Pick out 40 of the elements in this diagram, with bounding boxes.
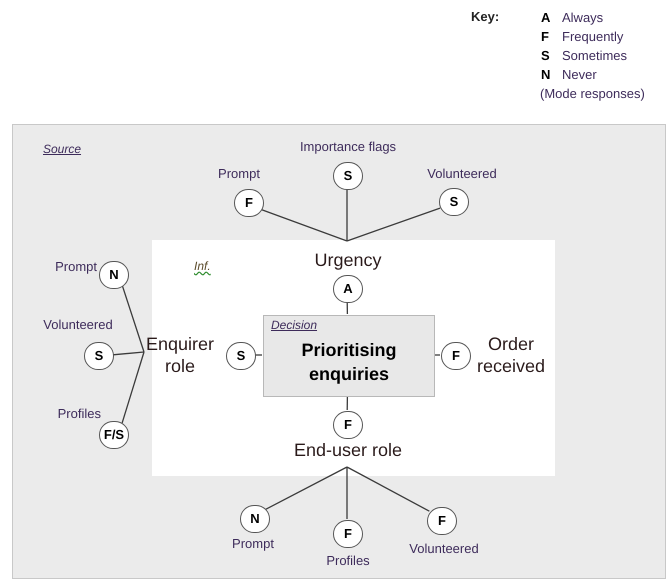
factor-label: Order received [471, 332, 551, 378]
connector-line [434, 354, 440, 356]
decision-title: Prioritising enquiries [300, 339, 398, 386]
key-letter: S [541, 49, 550, 62]
source-label: Prompt [55, 260, 97, 273]
connector-line [346, 466, 430, 512]
source-label: Prompt [232, 537, 274, 550]
source-label: Volunteered [427, 167, 497, 180]
connector-line [265, 466, 348, 510]
key-text: Frequently [562, 30, 624, 43]
source-label: Prompt [218, 167, 260, 180]
connector-line [112, 351, 144, 356]
key-text: Never [562, 68, 597, 81]
box-heading: Decision [271, 319, 318, 331]
connector-line [346, 207, 440, 242]
source-label: Profiles [326, 554, 370, 567]
source-label: Profiles [58, 407, 101, 420]
key-text: Always [562, 11, 604, 24]
connector-line [346, 467, 348, 519]
panel-heading: Inf. [194, 260, 211, 272]
connector-line [346, 302, 348, 314]
factor-label: Urgency [306, 245, 390, 275]
connector-line [260, 208, 348, 242]
source-label: Importance flags [300, 140, 396, 153]
decision-box [263, 315, 435, 397]
connector-line [255, 354, 262, 356]
key-letter: F [541, 30, 549, 43]
key-letter: N [541, 68, 550, 81]
connector-line [122, 352, 145, 424]
source-label: Volunteered [409, 542, 479, 555]
connector-line [122, 284, 145, 352]
key-text: Sometimes [562, 49, 628, 62]
key-letter: A [541, 11, 550, 24]
key-heading: Key: [471, 10, 500, 23]
connector-line [346, 189, 348, 241]
source-panel [12, 124, 666, 579]
connector-line [346, 396, 348, 410]
key-note: (Mode responses) [540, 87, 645, 100]
source-label: Volunteered [43, 318, 113, 331]
panel-heading: Source [43, 143, 82, 155]
